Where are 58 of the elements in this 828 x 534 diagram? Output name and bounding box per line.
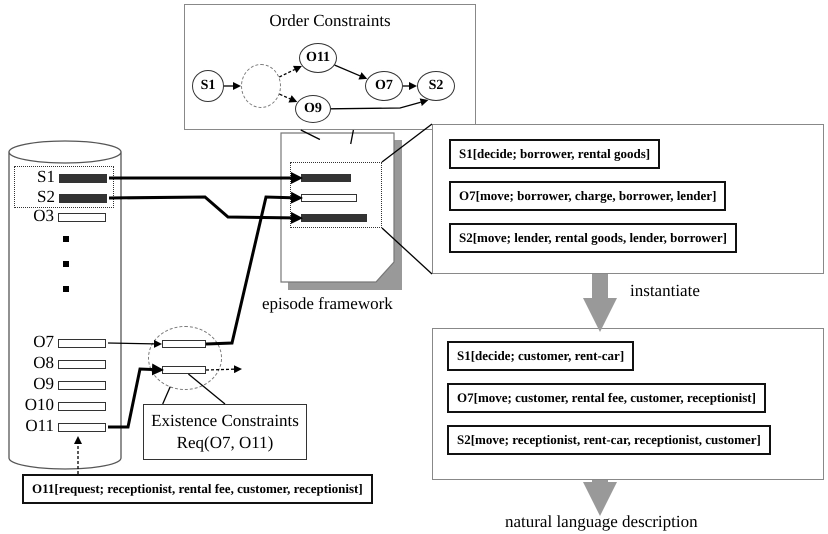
constraint-panel bbox=[432, 328, 824, 480]
constraint-panel bbox=[432, 124, 824, 274]
slot-bar bbox=[301, 174, 351, 182]
frame-box: O7[move; borrower, charge, borrower, lender] bbox=[449, 181, 726, 211]
callout-text: Existence Constraints bbox=[150, 410, 300, 432]
arrow bbox=[206, 365, 242, 374]
slot-bar bbox=[301, 214, 367, 222]
row-label: O11 bbox=[24, 417, 54, 435]
row-label: O8 bbox=[32, 354, 54, 372]
arrow bbox=[108, 340, 162, 348]
state-circle: O11 bbox=[299, 43, 337, 73]
row-label: O7 bbox=[32, 333, 54, 351]
arrow bbox=[403, 82, 417, 90]
state-circle: O7 bbox=[365, 71, 403, 101]
callout-text: Req(O7, O11) bbox=[176, 432, 274, 454]
slot-bar bbox=[162, 366, 206, 374]
row-label: S2 bbox=[36, 188, 55, 206]
leader-line bbox=[350, 130, 354, 144]
arrow bbox=[334, 64, 368, 80]
arrow bbox=[279, 94, 298, 102]
block-arrow bbox=[583, 274, 617, 332]
panel-title: Order Constraints bbox=[268, 11, 392, 31]
caption-text: episode framework bbox=[262, 294, 393, 314]
selection-box bbox=[14, 166, 114, 208]
state-circle: S1 bbox=[192, 70, 224, 102]
leader-line bbox=[382, 228, 432, 274]
constraint-panel bbox=[184, 4, 476, 130]
row-label: O3 bbox=[32, 207, 54, 225]
selection-box bbox=[290, 162, 382, 228]
row-label: O9 bbox=[32, 375, 54, 393]
row-label: O10 bbox=[24, 396, 54, 414]
arrow bbox=[224, 82, 241, 90]
block-arrow bbox=[583, 480, 617, 516]
leader-line bbox=[382, 123, 432, 163]
arrow bbox=[331, 98, 428, 110]
leader-line bbox=[300, 129, 320, 140]
frame-box: S2[move; receptionist, rent-car, receptionist, customer] bbox=[447, 425, 771, 455]
leader-line bbox=[162, 386, 171, 404]
leader-line bbox=[188, 374, 226, 404]
frame-box: O11[request; receptionist, rental fee, customer, receptionist] bbox=[22, 474, 373, 504]
caption-text: natural language description bbox=[505, 512, 698, 532]
state-circle: S2 bbox=[417, 71, 455, 101]
frame-box: S2[move; lender, rental goods, lender, borrower] bbox=[449, 223, 737, 253]
arrow bbox=[108, 196, 303, 224]
dashed-circle bbox=[241, 64, 281, 108]
slot-bar bbox=[162, 340, 206, 348]
arrow bbox=[109, 172, 303, 184]
state-circle: O9 bbox=[295, 95, 331, 123]
dashed-circle bbox=[148, 326, 222, 390]
arrow bbox=[108, 364, 164, 428]
frame-box: S1[decide; customer, rent-car] bbox=[447, 341, 634, 371]
arrow bbox=[279, 66, 302, 78]
arrow bbox=[206, 192, 303, 346]
callout-box bbox=[143, 404, 307, 460]
row-label: S1 bbox=[36, 168, 55, 186]
slot-bar bbox=[301, 194, 357, 202]
frame-box: O7[move; customer, rental fee, customer, receptionist] bbox=[447, 383, 766, 413]
frame-box: S1[decide; borrower, rental goods] bbox=[449, 139, 660, 169]
